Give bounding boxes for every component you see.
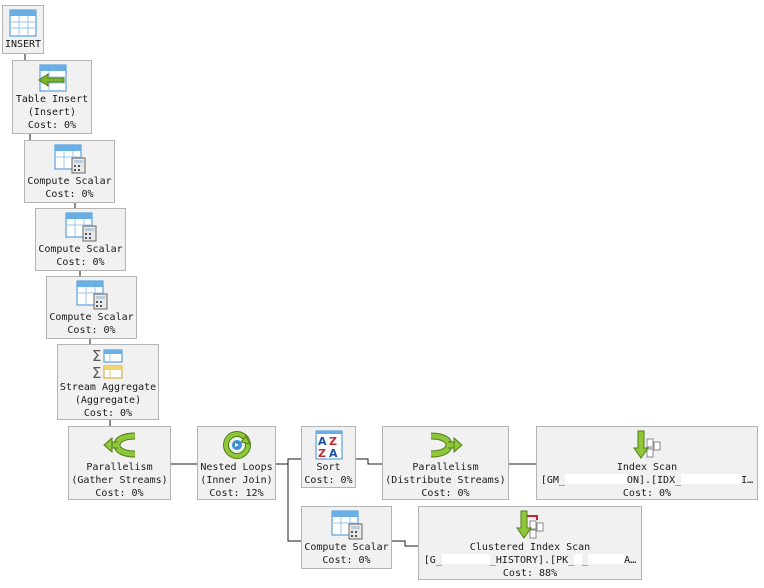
compute-scalar-icon: [331, 510, 362, 540]
insert-label: INSERT: [4, 39, 42, 50]
redacted-block: [564, 474, 627, 484]
index-scan-object-part: I…: [741, 475, 754, 486]
nested-loops-node[interactable]: Nested Loops (Inner Join) Cost: 12%: [197, 426, 276, 500]
compute-scalar-node[interactable]: Compute Scalar Cost: 0%: [301, 506, 392, 569]
svg-text:A: A: [318, 435, 327, 448]
stream-aggregate-cost: Cost: 0%: [83, 408, 133, 419]
index-scan-icon: [633, 430, 661, 459]
clustered-index-scan-object-part: [G_: [423, 555, 442, 566]
compute-scalar-icon: [54, 144, 85, 174]
parallelism-gather-cost: Cost: 0%: [95, 488, 144, 499]
table-insert-node[interactable]: Table Insert (Insert) Cost: 0%: [12, 60, 92, 134]
compute-scalar-cost: Cost: 0%: [322, 555, 371, 566]
sort-cost: Cost: 0%: [304, 475, 353, 486]
clustered-index-scan-title: Clustered Index Scan: [469, 542, 591, 553]
stream-aggregate-node[interactable]: Σ Σ Stream Aggregate (Aggregate) Cost: 0…: [57, 344, 159, 420]
insert-node[interactable]: INSERT: [2, 5, 44, 54]
sort-az-icon: A Z Z A: [315, 430, 342, 460]
parallelism-distribute-subtitle: (Distribute Streams): [385, 475, 506, 486]
svg-text:Σ: Σ: [92, 348, 101, 365]
index-scan-object-part: ON].[IDX_: [626, 475, 682, 486]
table-insert-cost: Cost: 0%: [27, 120, 77, 131]
redacted-block: [588, 554, 625, 564]
compute-scalar-node[interactable]: Compute Scalar Cost: 0%: [24, 140, 115, 203]
redacted-block: [574, 554, 583, 564]
parallelism-distribute-node[interactable]: Parallelism (Distribute Streams) Cost: 0…: [382, 426, 509, 500]
clustered-index-scan-object-part: _HISTORY].[PK_: [489, 555, 575, 566]
nested-loops-icon: [222, 431, 251, 459]
compute-scalar-cost: Cost: 0%: [56, 257, 105, 268]
sort-node[interactable]: A Z Z A Sort Cost: 0%: [301, 426, 356, 488]
svg-text:Σ: Σ: [92, 364, 101, 380]
sort-title: Sort: [316, 462, 341, 473]
clustered-index-scan-icon: [516, 510, 544, 539]
compute-scalar-title: Compute Scalar: [27, 176, 112, 187]
index-scan-object: [GM_ ON].[IDX_ I…: [537, 474, 757, 487]
redacted-block: [681, 474, 742, 484]
clustered-index-scan-object: [G_ _HISTORY].[PK_ _ A…: [419, 554, 641, 567]
nested-loops-subtitle: (Inner Join): [200, 475, 273, 486]
svg-text:Z: Z: [329, 435, 337, 448]
compute-scalar-icon: [76, 280, 107, 310]
parallelism-gather-title: Parallelism: [86, 462, 153, 473]
parallelism-distribute-title: Parallelism: [412, 462, 479, 473]
table-insert-icon: [38, 64, 67, 92]
distribute-streams-icon: [430, 432, 463, 458]
index-scan-title: Index Scan: [616, 462, 678, 473]
svg-text:Z: Z: [318, 447, 326, 460]
clustered-index-scan-cost: Cost: 88%: [502, 568, 558, 579]
stream-aggregate-title: Stream Aggregate: [59, 382, 157, 393]
redacted-block: [441, 554, 490, 564]
compute-scalar-node[interactable]: Compute Scalar Cost: 0%: [35, 208, 126, 271]
gather-streams-icon: [102, 432, 135, 458]
index-scan-object-part: [GM_: [540, 475, 565, 486]
parallelism-gather-node[interactable]: Parallelism (Gather Streams) Cost: 0%: [68, 426, 171, 500]
parallelism-gather-subtitle: (Gather Streams): [71, 475, 168, 486]
parallelism-distribute-cost: Cost: 0%: [421, 488, 470, 499]
index-scan-node[interactable]: Index Scan [GM_ ON].[IDX_ I… Cost: 0%: [536, 426, 758, 500]
compute-scalar-title: Compute Scalar: [304, 542, 389, 553]
table-insert-subtitle: (Insert): [27, 107, 77, 118]
stream-aggregate-icon: Σ Σ: [92, 348, 123, 380]
compute-scalar-title: Compute Scalar: [49, 312, 134, 323]
svg-text:A: A: [329, 447, 338, 460]
compute-scalar-cost: Cost: 0%: [45, 189, 94, 200]
clustered-index-scan-node[interactable]: Clustered Index Scan [G_ _HISTORY].[PK_ _ A…: [418, 506, 642, 580]
compute-scalar-icon: [65, 212, 96, 242]
table-icon: [9, 9, 37, 37]
nested-loops-cost: Cost: 12%: [209, 488, 264, 499]
stream-aggregate-subtitle: (Aggregate): [74, 395, 142, 406]
nested-loops-title: Nested Loops: [200, 462, 273, 473]
compute-scalar-node[interactable]: Compute Scalar Cost: 0%: [46, 276, 137, 339]
clustered-index-scan-object-part: A…: [624, 555, 637, 566]
compute-scalar-cost: Cost: 0%: [67, 325, 116, 336]
clustered-index-scan-object-part: _: [582, 555, 589, 566]
table-insert-title: Table Insert: [15, 94, 89, 105]
compute-scalar-title: Compute Scalar: [38, 244, 123, 255]
index-scan-cost: Cost: 0%: [622, 488, 672, 499]
